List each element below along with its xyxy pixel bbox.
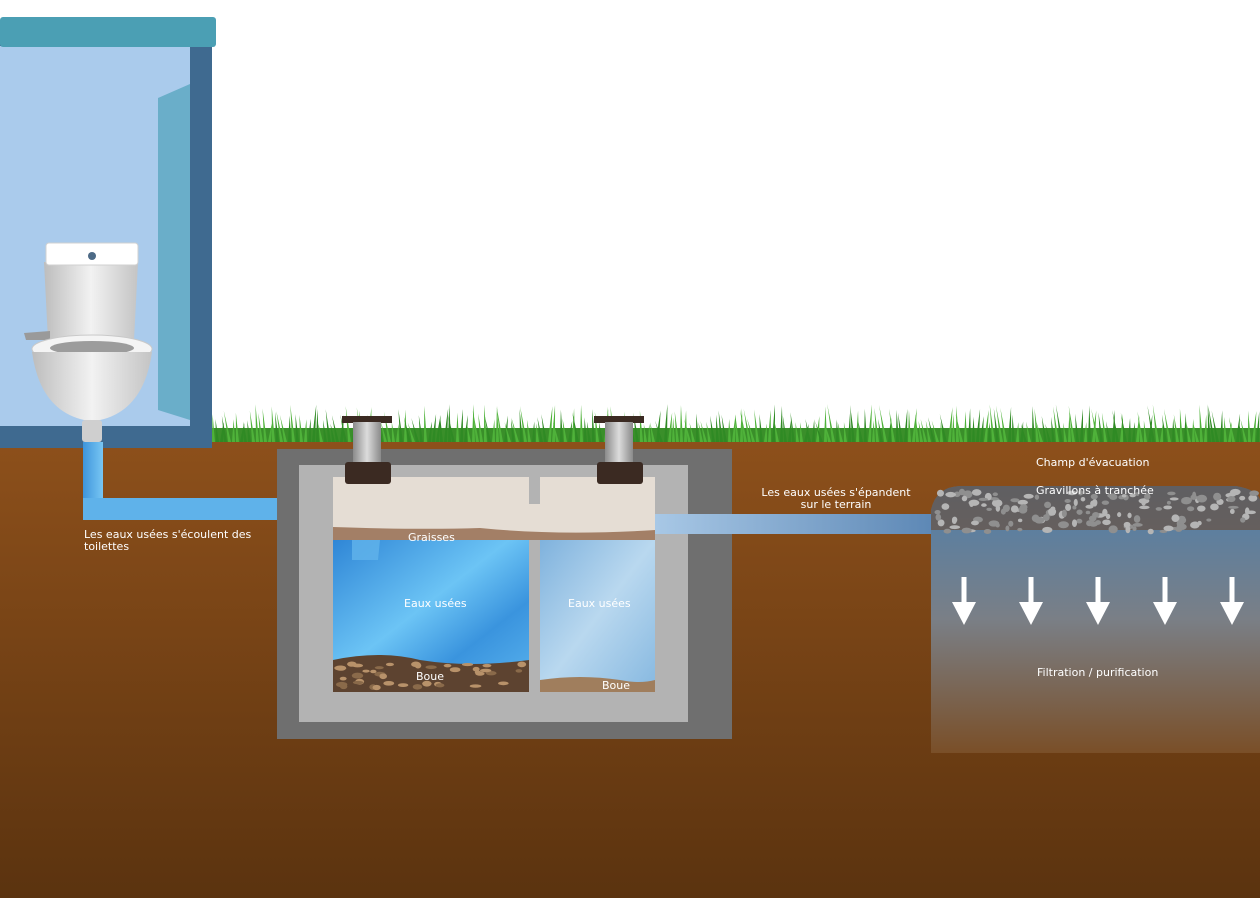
tank-contents (299, 477, 688, 702)
outlet-pipe (655, 514, 940, 534)
wastewater-right-label: Eaux usées (568, 597, 631, 610)
sludge-right-label: Boue (602, 679, 631, 692)
filtration-label: Filtration / purification (1037, 666, 1159, 679)
toilet-flow-label: Les eaux usées s'écoulent des toilettes (84, 528, 252, 553)
filtration-arrows (952, 577, 1244, 625)
sludge-left-label: Boue (416, 670, 445, 683)
wastewater-left-label: Eaux usées (404, 597, 467, 610)
tank-risers (342, 416, 644, 484)
toilet-icon (24, 242, 153, 442)
grease-label: Graisses (408, 531, 455, 544)
grass (212, 404, 1260, 442)
white-bottom-margin (0, 898, 1260, 909)
gravel-label: Gravillons à tranchée (1036, 484, 1154, 497)
drain-field-label: Champ d'évacuation (1036, 456, 1150, 469)
spread-label: Les eaux usées s'épandent sur le terrain (761, 486, 911, 511)
